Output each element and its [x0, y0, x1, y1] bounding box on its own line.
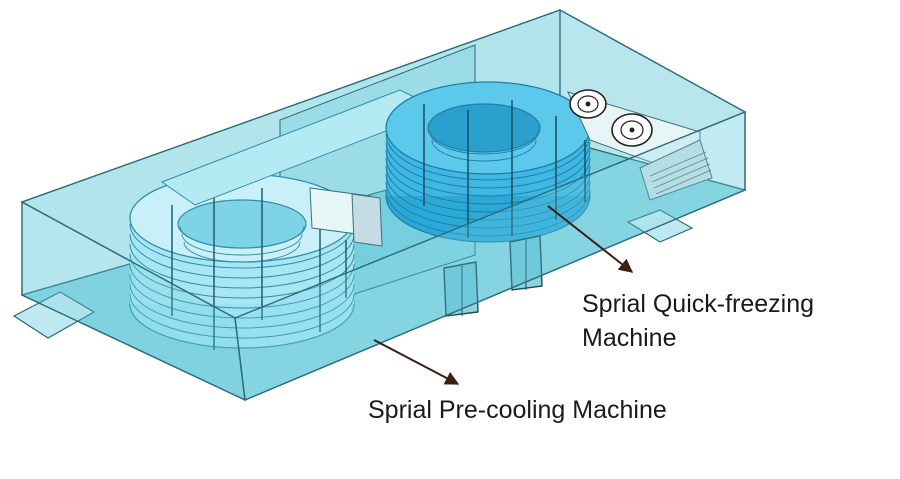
- drive-unit: [309, 187, 383, 247]
- door-left: [443, 261, 479, 317]
- pre-cooling-spiral: [129, 173, 355, 350]
- fan-icon: [611, 113, 653, 147]
- door-right: [509, 235, 543, 291]
- evaporator-unit: [567, 89, 713, 201]
- arrow-icon: [373, 339, 460, 385]
- arrow-icon: [547, 205, 634, 273]
- quick-freezing-label-line2: Machine: [582, 324, 677, 352]
- pre-cooling-label: Sprial Pre-cooling Machine: [368, 396, 667, 424]
- room-front-edges: [21, 110, 746, 402]
- fan-icon: [569, 89, 607, 119]
- quick-freezing-label: Sprial Quick-freezing Machine: [582, 287, 814, 355]
- quick-freezing-label-line1: Sprial Quick-freezing: [582, 290, 815, 318]
- quick-freezing-spiral: [385, 81, 591, 243]
- infeed-belt: [12, 291, 96, 339]
